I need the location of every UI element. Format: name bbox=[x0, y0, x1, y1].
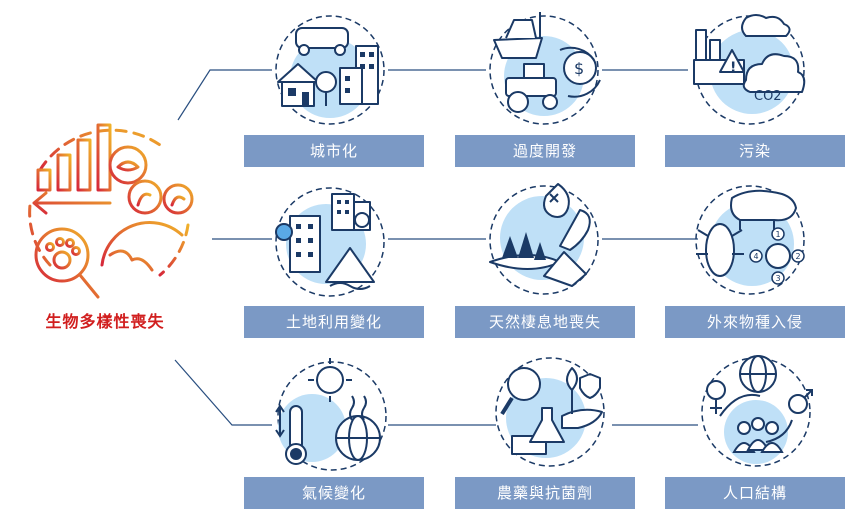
svg-text:2: 2 bbox=[795, 252, 800, 261]
biodiversity-loss-icon bbox=[10, 115, 200, 305]
connector-row3 bbox=[174, 359, 272, 426]
land-use-change-icon bbox=[270, 182, 390, 302]
overexploitation-icon: $ bbox=[484, 10, 604, 130]
label-overexploitation: 過度開發 bbox=[455, 135, 635, 167]
connector-row1 bbox=[177, 69, 272, 121]
label-habitat-loss: 天然棲息地喪失 bbox=[455, 306, 635, 338]
label-invasive-species: 外來物種入侵 bbox=[665, 306, 845, 338]
co2-text: CO2 bbox=[754, 89, 782, 104]
pesticides-icon bbox=[490, 352, 610, 472]
label-pollution: 污染 bbox=[665, 135, 845, 167]
label-pesticides: 農藥與抗菌劑 bbox=[455, 477, 635, 509]
label-land-use-change: 土地利用變化 bbox=[244, 306, 424, 338]
label-urbanization: 城市化 bbox=[244, 135, 424, 167]
pollution-icon: CO2 ! bbox=[690, 10, 810, 130]
svg-text:4: 4 bbox=[753, 252, 758, 261]
label-demographics: 人口結構 bbox=[665, 477, 845, 509]
svg-text:1: 1 bbox=[775, 230, 780, 239]
demographics-icon bbox=[696, 352, 816, 472]
svg-text:3: 3 bbox=[775, 274, 780, 283]
city-icon bbox=[270, 10, 390, 130]
svg-text:!: ! bbox=[730, 60, 736, 76]
svg-text:$: $ bbox=[574, 59, 584, 78]
label-climate-change: 氣候變化 bbox=[244, 477, 424, 509]
central-concept-title: 生物多樣性喪失 bbox=[45, 312, 165, 331]
habitat-loss-icon bbox=[484, 180, 604, 300]
climate-change-icon bbox=[272, 356, 392, 476]
invasive-species-icon: 1 2 3 4 bbox=[690, 180, 810, 300]
